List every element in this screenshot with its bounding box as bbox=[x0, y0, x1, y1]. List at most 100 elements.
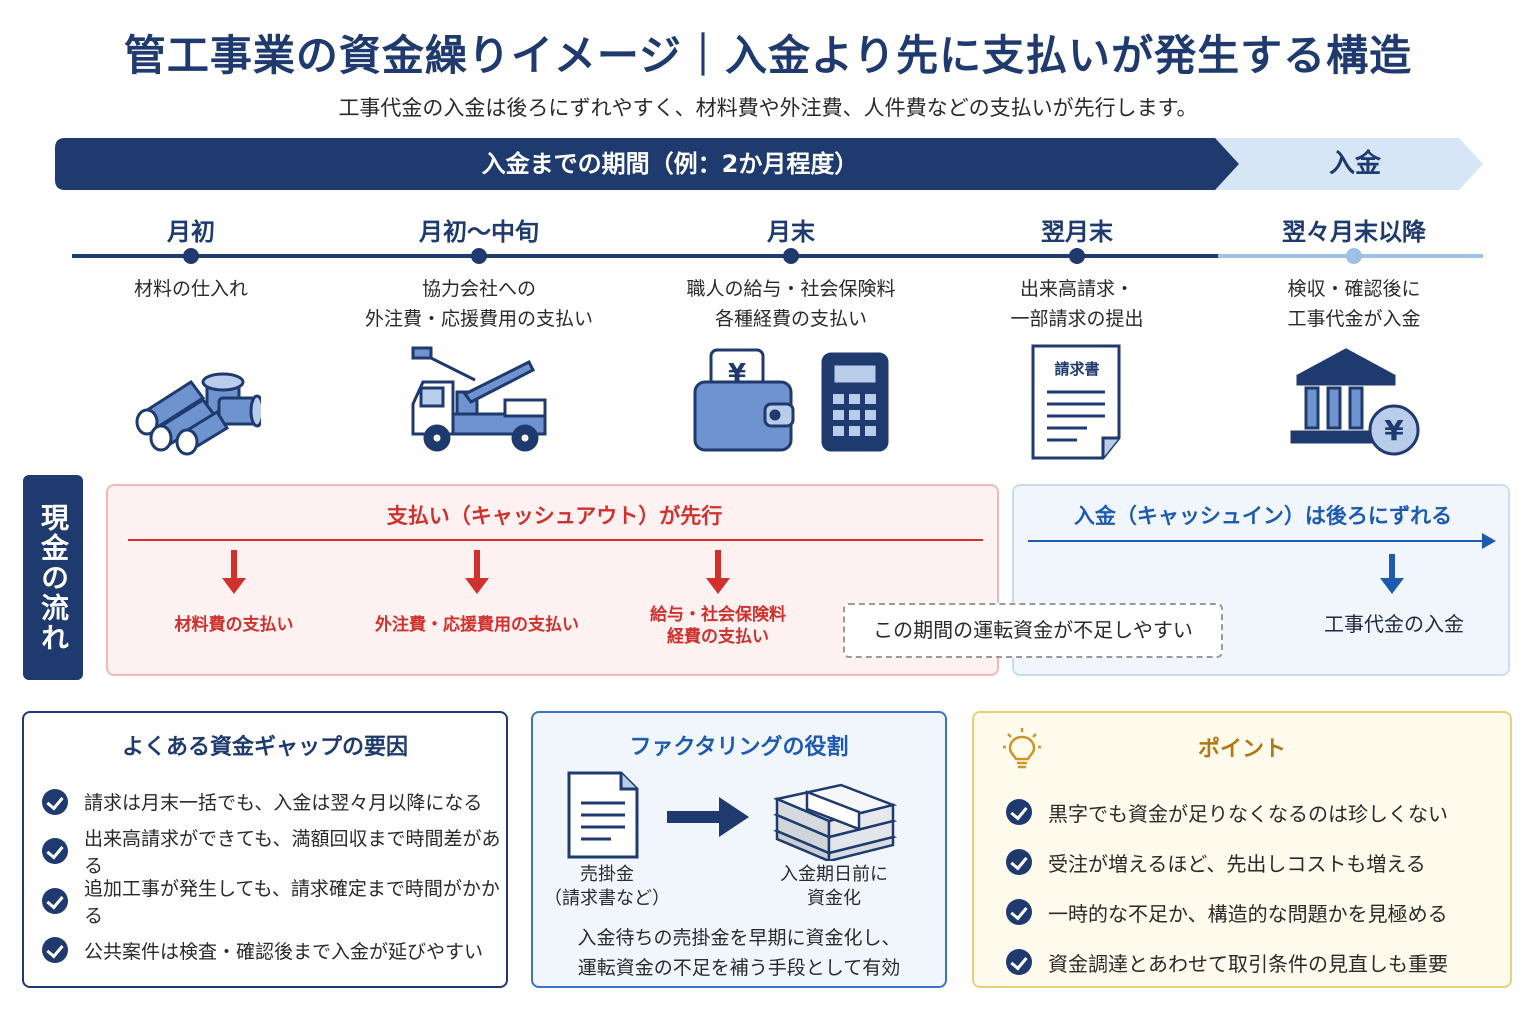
crane-truck-icon bbox=[411, 346, 547, 452]
cash-out-item: 給与・社会保険料 経費の支払い bbox=[598, 550, 838, 648]
stage-description: 検収・確認後に 工事代金が入金 bbox=[1204, 274, 1504, 334]
stage-dot bbox=[1069, 248, 1085, 264]
down-arrow-icon bbox=[706, 550, 730, 594]
cash-in-label: 工事代金の入金 bbox=[1324, 612, 1464, 636]
list-item: 出来高請求ができても、満額回収まで時間差がある bbox=[42, 827, 506, 877]
invoice-icon-label: 請求書 bbox=[1054, 360, 1100, 378]
cash-in-title: 入金（キャッシュイン）は後ろにずれる bbox=[1073, 504, 1453, 528]
list-item: 一時的な不足か、構造的な問題かを見極める bbox=[1006, 887, 1448, 937]
cash-out-label-line: 外注費・応援費用の支払い bbox=[375, 615, 579, 635]
list-item-text: 追加工事が発生しても、請求確定まで時間がかかる bbox=[84, 877, 500, 927]
points-title: ポイント bbox=[1197, 737, 1286, 762]
stage-label: 月初 bbox=[167, 218, 215, 246]
stage-desc-line: 協力会社への bbox=[421, 278, 536, 300]
factoring-desc-line: 運転資金の不足を補う手段として有効 bbox=[577, 957, 901, 979]
points-panel: ポイント 黒字でも資金が足りなくなるのは珍しくない 受注が増えるほど、先出しコス… bbox=[972, 711, 1512, 988]
check-icon bbox=[1006, 849, 1032, 875]
stage-description: 材料の仕入れ bbox=[41, 274, 341, 304]
list-item: 資金調達とあわせて取引条件の見直しも重要 bbox=[1006, 937, 1448, 987]
banner-period-label: 入金までの期間（例：2か月程度） bbox=[481, 150, 859, 178]
cash-out-line bbox=[128, 539, 983, 541]
invoice-icon bbox=[1031, 344, 1121, 460]
receivable-label-line: （請求書など） bbox=[544, 888, 670, 909]
list-item: 請求は月末一括でも、入金は翌々月以降になる bbox=[42, 777, 506, 827]
factoring-title: ファクタリングの役割 bbox=[629, 735, 849, 760]
down-arrow-icon bbox=[465, 550, 489, 594]
stage-desc-line: 職人の給与・社会保険料 bbox=[686, 278, 896, 300]
timeline-stage: 月初 材料の仕入れ bbox=[41, 212, 341, 456]
check-icon bbox=[42, 937, 68, 964]
cash-conversion-label-line: 入金期日前に bbox=[780, 864, 888, 885]
check-icon bbox=[42, 788, 68, 815]
cash-stack-icon bbox=[772, 783, 898, 861]
timeline-stage: 月末 職人の給与・社会保険料 各種経費の支払い ¥ bbox=[641, 212, 941, 452]
page-title: 管工事業の資金繰りイメージ｜入金より先に支払いが発生する構造 bbox=[123, 31, 1413, 80]
stage-dot bbox=[183, 248, 199, 264]
stage-label: 月末 bbox=[767, 218, 815, 246]
check-icon bbox=[1006, 949, 1032, 975]
list-item: 追加工事が発生しても、請求確定まで時間がかかる bbox=[42, 876, 506, 927]
cash-conversion-label-line: 資金化 bbox=[807, 888, 861, 909]
banner-arrow-shape bbox=[55, 138, 1483, 190]
stage-desc-line: 一部請求の提出 bbox=[1010, 308, 1144, 330]
receivable-label-line: 売掛金 bbox=[580, 864, 634, 885]
factoring-panel: ファクタリングの役割 売掛金 （請求書など） 入金期日前に 資金化 bbox=[531, 711, 947, 988]
banner-income-label: 入金 bbox=[1328, 149, 1381, 179]
cash-out-label-line: 材料費の支払い bbox=[174, 615, 294, 635]
stage-desc-line: 工事代金が入金 bbox=[1287, 308, 1421, 330]
factoring-desc-line: 入金待ちの売掛金を早期に資金化し、 bbox=[577, 927, 901, 949]
list-item-text: 受注が増えるほど、先出しコストも増える bbox=[1048, 851, 1426, 876]
cash-out-box: 支払い（キャッシュアウト）が先行 材料費の支払い 外注費・応援費用の支払い 給与… bbox=[106, 484, 999, 676]
list-item-text: 出来高請求ができても、満額回収まで時間差がある bbox=[84, 828, 501, 878]
causes-title: よくある資金ギャップの要因 bbox=[121, 735, 408, 760]
list-item-text: 公共案件は検査・確認後まで入金が延びやすい bbox=[84, 940, 484, 963]
list-item: 黒字でも資金が足りなくなるのは珍しくない bbox=[1006, 787, 1448, 837]
timeline-line bbox=[72, 254, 1222, 258]
cash-out-label-line: 給与・社会保険料 bbox=[650, 605, 786, 625]
cashflow-side-label: 現金の流れ bbox=[23, 475, 83, 680]
cash-out-title: 支払い（キャッシュアウト）が先行 bbox=[386, 504, 723, 528]
stage-description: 職人の給与・社会保険料 各種経費の支払い bbox=[641, 274, 941, 334]
receivable-label: 売掛金 （請求書など） bbox=[537, 863, 677, 911]
points-list: 黒字でも資金が足りなくなるのは珍しくない 受注が増えるほど、先出しコストも増える… bbox=[1006, 787, 1448, 987]
stage-desc-line: 材料の仕入れ bbox=[133, 278, 248, 300]
stage-description: 出来高請求・ 一部請求の提出 bbox=[927, 274, 1227, 334]
list-item-text: 請求は月末一括でも、入金は翌々月以降になる bbox=[84, 792, 483, 815]
shortage-note: この期間の運転資金が不足しやすい bbox=[843, 603, 1223, 658]
timeline-stage: 翌々月末以降 検収・確認後に 工事代金が入金 ¥ bbox=[1204, 212, 1504, 456]
check-icon bbox=[42, 838, 68, 865]
document-icon bbox=[567, 771, 639, 859]
check-icon bbox=[1006, 799, 1032, 825]
wallet-calculator-icon: ¥ bbox=[693, 348, 889, 452]
stage-label: 翌々月末以降 bbox=[1282, 218, 1426, 246]
cash-out-label: 給与・社会保険料 経費の支払い bbox=[598, 604, 838, 648]
cash-in-arrow bbox=[1028, 540, 1488, 542]
stage-desc-line: 外注費・応援費用の支払い bbox=[364, 308, 593, 330]
stage-desc-line: 出来高請求・ bbox=[1019, 278, 1134, 300]
check-icon bbox=[1006, 899, 1032, 925]
stage-dot bbox=[783, 248, 799, 264]
list-item: 公共案件は検査・確認後まで入金が延びやすい bbox=[42, 926, 506, 976]
cash-conversion-label: 入金期日前に 資金化 bbox=[759, 863, 909, 911]
pipes-icon bbox=[135, 372, 261, 456]
list-item-text: 一時的な不足か、構造的な問題かを見極める bbox=[1048, 901, 1448, 926]
causes-list: 請求は月末一括でも、入金は翌々月以降になる 出来高請求ができても、満額回収まで時… bbox=[42, 777, 506, 975]
list-item: 受注が増えるほど、先出しコストも増える bbox=[1006, 837, 1448, 887]
stage-label: 月初〜中旬 bbox=[419, 218, 539, 246]
timeline-stage: 翌月末 出来高請求・ 一部請求の提出 請求書 bbox=[927, 212, 1227, 460]
check-icon bbox=[42, 887, 68, 914]
list-item-text: 資金調達とあわせて取引条件の見直しも重要 bbox=[1048, 951, 1448, 976]
causes-panel: よくある資金ギャップの要因 請求は月末一括でも、入金は翌々月以降になる 出来高請… bbox=[22, 711, 508, 988]
stage-dot bbox=[471, 248, 487, 264]
right-arrow-icon bbox=[667, 797, 749, 837]
cash-out-label: 材料費の支払い bbox=[114, 614, 354, 636]
timeline-stage: 月初〜中旬 協力会社への 外注費・応援費用の支払い bbox=[329, 212, 629, 452]
stage-description: 協力会社への 外注費・応援費用の支払い bbox=[329, 274, 629, 334]
stage-desc-line: 検収・確認後に bbox=[1287, 278, 1421, 300]
cash-out-item: 材料費の支払い bbox=[114, 550, 354, 636]
svg-text:¥: ¥ bbox=[1384, 414, 1404, 447]
stage-label: 翌月末 bbox=[1041, 218, 1113, 246]
down-arrow-icon bbox=[222, 550, 246, 594]
cash-out-label-line: 経費の支払い bbox=[667, 627, 769, 647]
cash-out-item: 外注費・応援費用の支払い bbox=[357, 550, 597, 636]
